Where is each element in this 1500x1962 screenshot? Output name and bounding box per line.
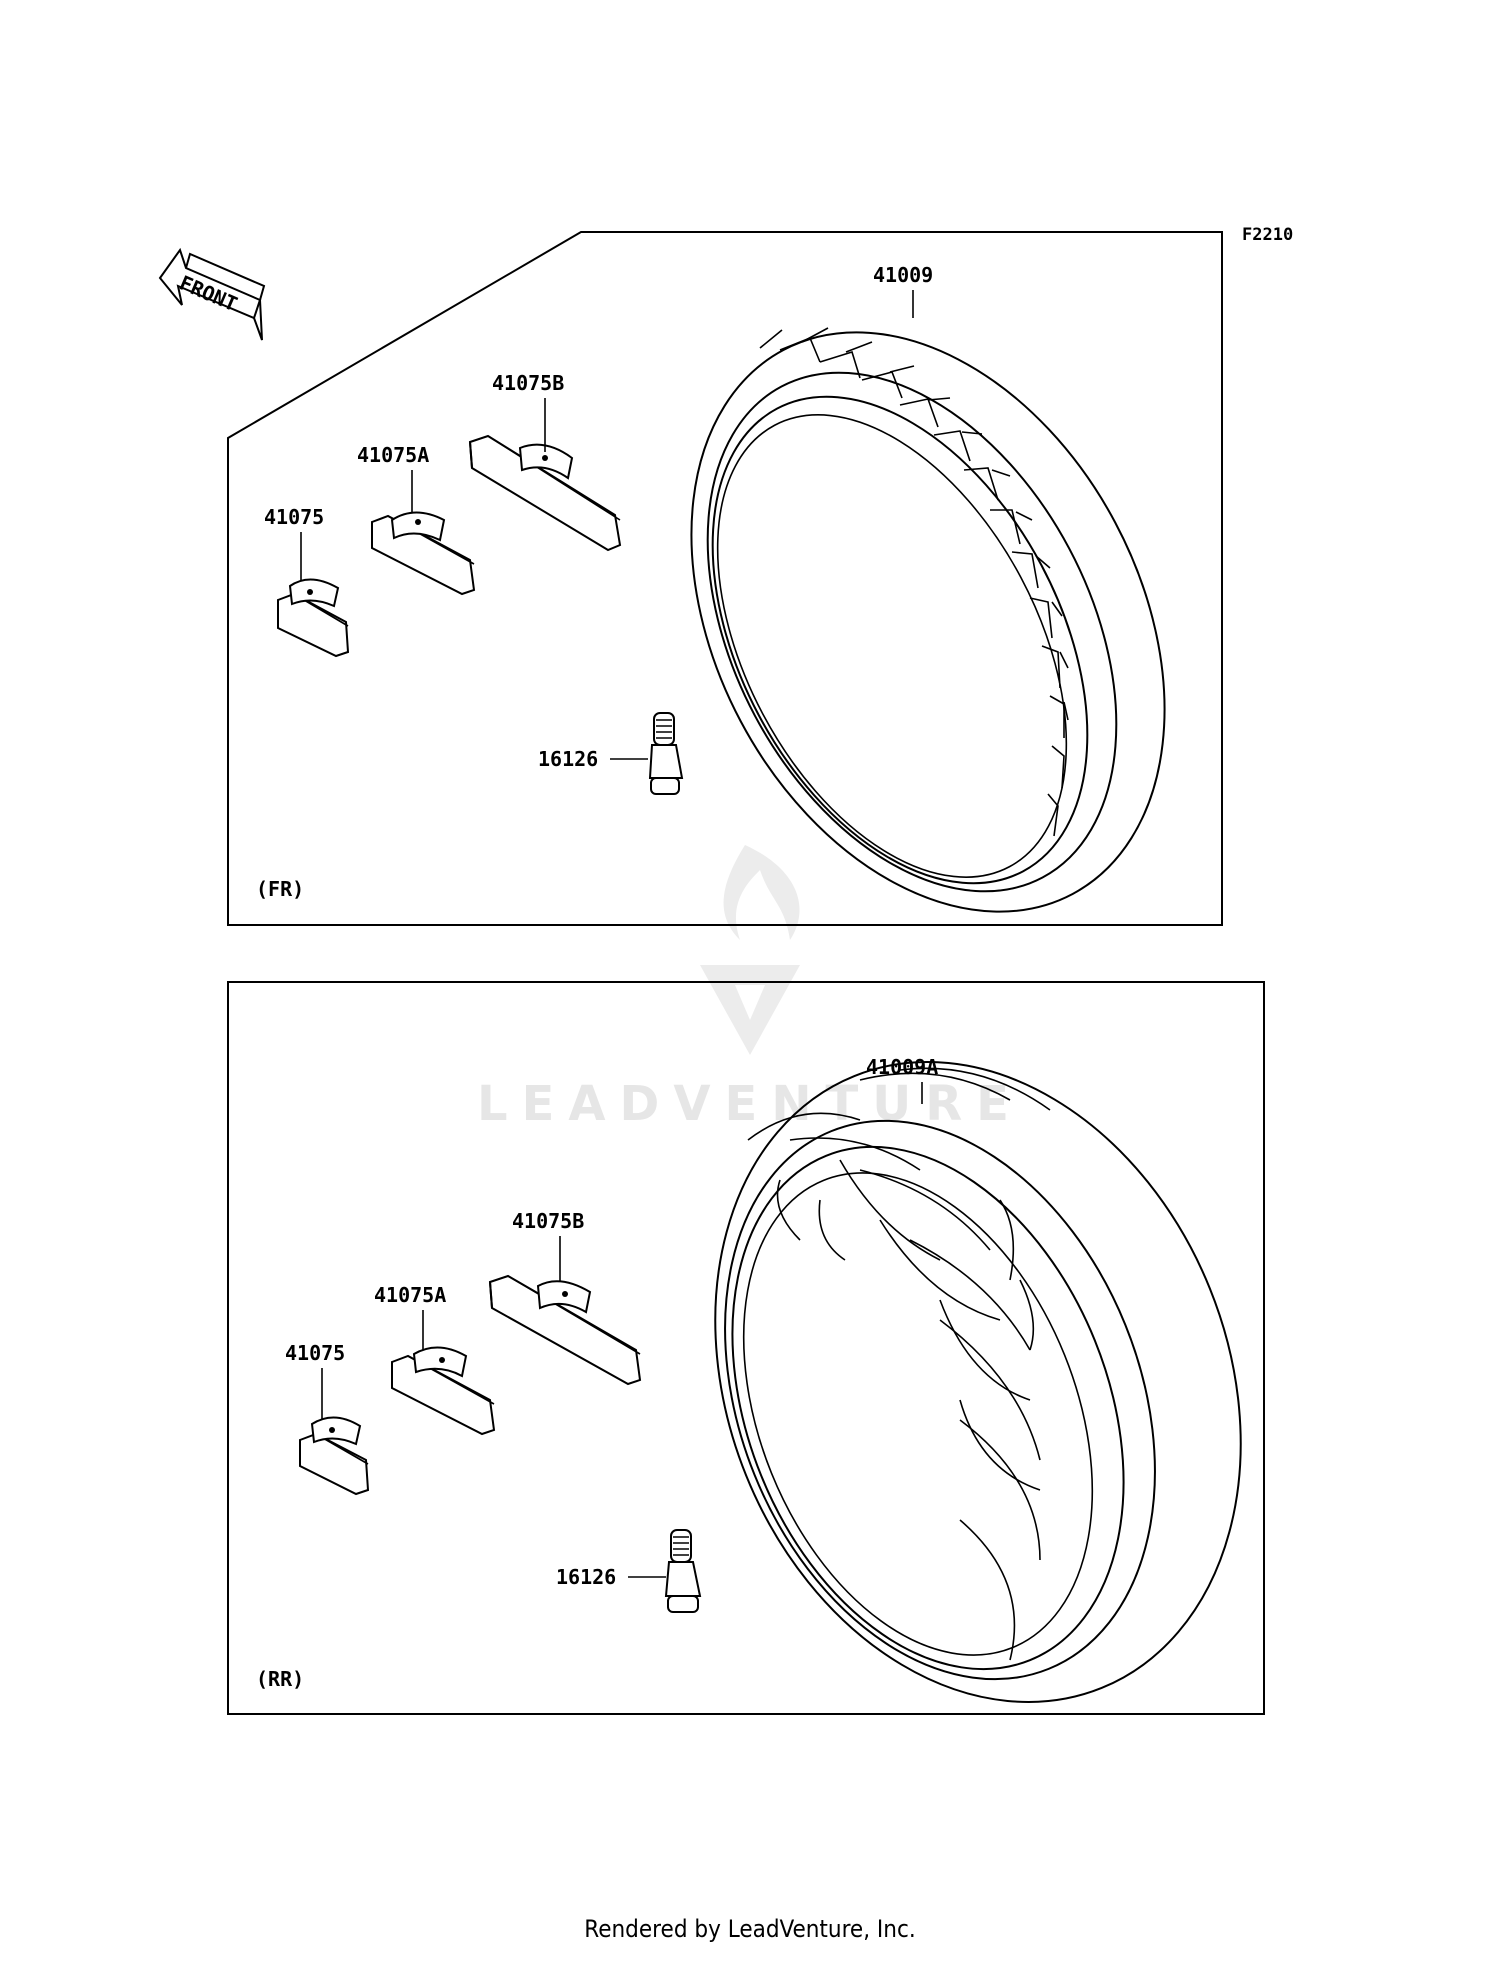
rear-valve-label: 16126 — [556, 1565, 616, 1589]
rear-valve: 16126 — [556, 1529, 702, 1613]
front-weight-small: 41075 — [264, 505, 350, 658]
front-weight-large: 41075B — [468, 371, 622, 552]
reference-code: F2210 — [1242, 225, 1293, 245]
rear-tire-label: 41009A — [866, 1055, 938, 1079]
front-valve-label: 16126 — [538, 747, 598, 771]
front-weight-medium-label: 41075A — [357, 443, 429, 467]
front-section: (FR) 41009 41075B — [227, 231, 1223, 926]
watermark-text: LEADVENTURE — [477, 1076, 1023, 1132]
front-tire-label: 41009 — [873, 263, 933, 287]
rear-weight-small: 41075 — [285, 1341, 370, 1496]
rear-weight-large: 41075B — [488, 1209, 642, 1386]
rear-section-frame — [227, 981, 1265, 1715]
rear-weight-small-label: 41075 — [285, 1341, 345, 1365]
front-tire: 41009 — [690, 263, 1166, 913]
rear-section: (RR) 41009A 41075B — [227, 981, 1265, 1715]
rear-section-label: (RR) — [256, 1667, 304, 1691]
rear-tire: 41009A — [714, 1055, 1242, 1703]
watermark: LEADVENTURE — [477, 845, 1023, 1132]
front-weight-medium: 41075A — [357, 443, 476, 596]
front-arrow: FRONT — [158, 247, 266, 341]
front-section-frame — [227, 231, 1223, 926]
front-weight-large-label: 41075B — [492, 371, 564, 395]
rear-weight-medium-label: 41075A — [374, 1283, 446, 1307]
front-section-label: (FR) — [256, 877, 304, 901]
rear-weight-medium: 41075A — [374, 1283, 496, 1436]
flame-logo-icon — [700, 845, 800, 1055]
front-valve: 16126 — [538, 712, 684, 795]
footer-credit: Rendered by LeadVenture, Inc. — [584, 1915, 916, 1943]
rear-weight-large-label: 41075B — [512, 1209, 584, 1233]
front-weight-small-label: 41075 — [264, 505, 324, 529]
